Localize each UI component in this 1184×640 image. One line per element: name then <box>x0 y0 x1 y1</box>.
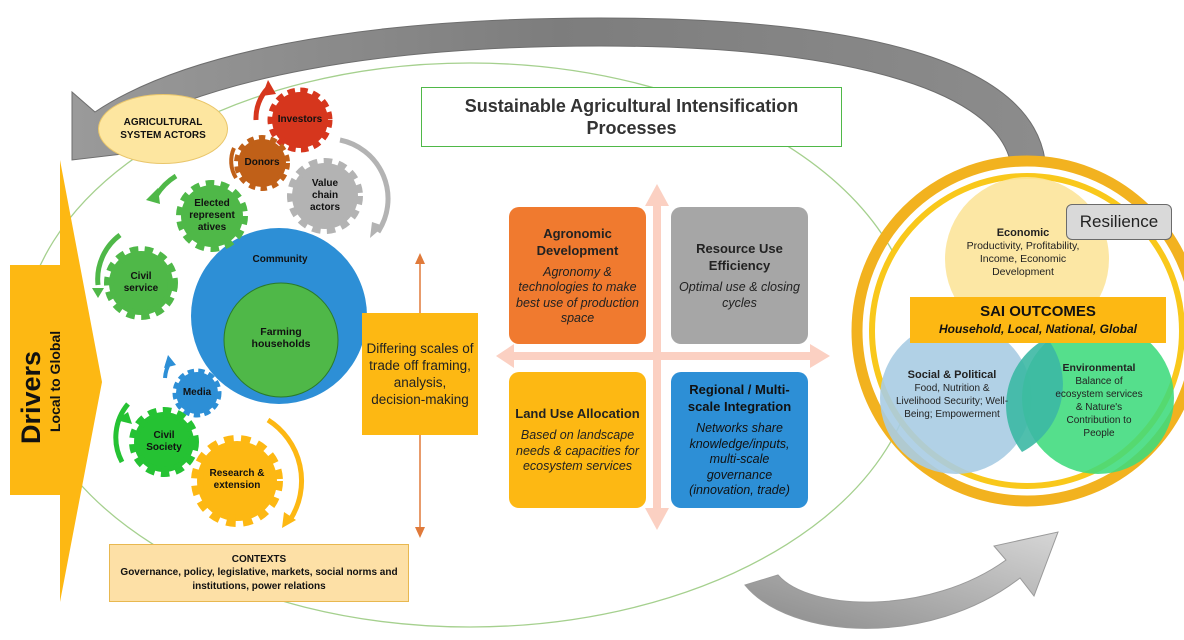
label-elected: Elected represent atives <box>189 198 235 233</box>
label-farming: Farming households <box>251 326 311 350</box>
label-donors: Donors <box>244 157 280 168</box>
quadrant-resource: Resource Use Efficiency Optimal use & cl… <box>671 207 808 344</box>
contexts-title: CONTEXTS <box>231 553 287 565</box>
title-line1: Sustainable Agricultural Intensification <box>464 96 799 116</box>
tradeoff-text: Differing scales of trade off framing, a… <box>366 341 474 407</box>
gear-civil-society-icon <box>113 402 199 477</box>
label-civil-service: Civil service <box>123 271 159 294</box>
regional-title: Regional / Multi-scale Integration <box>687 382 792 415</box>
resource-body: Optimal use & closing cycles <box>679 280 800 310</box>
gear-research-icon <box>191 417 305 528</box>
environmental-text: Environmental Balance of ecosystem servi… <box>1055 355 1143 445</box>
gear-investors-icon <box>253 80 333 153</box>
land-body: Based on landscape needs & capacities fo… <box>516 428 639 474</box>
drivers-sub: Local to Global <box>47 330 63 432</box>
label-investors: Investors <box>277 114 323 125</box>
social-circle <box>880 322 1032 474</box>
economic-text: Economic Productivity, Profitability, In… <box>948 218 1098 286</box>
farming-circle <box>223 282 339 398</box>
drivers-text: Drivers <box>16 351 47 444</box>
gear-donors-icon <box>229 135 290 191</box>
sai-title: SAI OUTCOMES <box>980 303 1096 320</box>
contexts-body: Governance, policy, legislative, markets… <box>120 566 398 592</box>
agronomic-title: Agronomic Development <box>536 225 619 258</box>
label-research: Research & extension <box>209 468 265 491</box>
contexts-box: CONTEXTS Governance, policy, legislative… <box>109 544 409 602</box>
top-feedback-arrow <box>71 17 1046 161</box>
drivers-sub-text: Local to Global <box>47 331 65 432</box>
label-community: Community <box>252 254 308 265</box>
gear-media-icon <box>163 355 222 418</box>
sai-sub: Household, Local, National, Global <box>938 322 1138 336</box>
social-title: Social & Political <box>907 368 997 381</box>
economic-body: Productivity, Profitability, Income, Eco… <box>966 239 1080 278</box>
title-box: Sustainable Agricultural Intensification… <box>421 87 842 147</box>
agronomic-body: Agronomy & technologies to make best use… <box>516 264 639 326</box>
resilience-label: Resilience <box>1079 212 1159 231</box>
tradeoff-box: Differing scales of trade off framing, a… <box>362 313 478 435</box>
label-value-chain: Value chain actors <box>309 178 340 213</box>
label-media: Media <box>182 387 212 398</box>
gear-value-chain-icon <box>287 137 391 238</box>
economic-title: Economic <box>996 226 1050 239</box>
social-body: Food, Nutrition & Livelihood Security; W… <box>895 382 1009 420</box>
quadrant-land: Land Use Allocation Based on landscape n… <box>509 372 646 508</box>
gear-civil-service-icon <box>92 232 178 320</box>
land-title: Land Use Allocation <box>515 406 640 422</box>
actors-header: AGRICULTURAL SYSTEM ACTORS <box>120 117 206 141</box>
title-line2: Processes <box>586 118 677 138</box>
environmental-circle <box>1022 322 1174 474</box>
actors-ellipse: AGRICULTURAL SYSTEM ACTORS <box>98 94 228 164</box>
env-body: Balance of ecosystem services & Nature's… <box>1055 375 1143 439</box>
quadrant-agronomic: Agronomic Development Agronomy & technol… <box>509 207 646 344</box>
social-text: Social & Political Food, Nutrition & Liv… <box>893 355 1011 433</box>
bottom-feedback-arrow <box>744 531 1059 629</box>
drivers-arrow <box>10 160 102 602</box>
quadrant-cross-arrows <box>496 184 830 530</box>
label-civil-society: Civil Society <box>146 430 182 453</box>
regional-body: Networks share knowledge/inputs, multi-s… <box>689 421 790 498</box>
gear-elected-icon <box>146 173 248 252</box>
resource-title: Resource Use Efficiency <box>696 241 783 273</box>
sai-outcomes-box: SAI OUTCOMES Household, Local, National,… <box>910 297 1166 343</box>
resilience-box: Resilience <box>1066 204 1172 240</box>
drivers-main: Drivers <box>16 350 46 444</box>
outcome-ring-outer <box>851 155 1184 507</box>
quadrant-regional: Regional / Multi-scale Integration Netwo… <box>671 372 808 508</box>
env-title: Environmental <box>1062 361 1136 374</box>
